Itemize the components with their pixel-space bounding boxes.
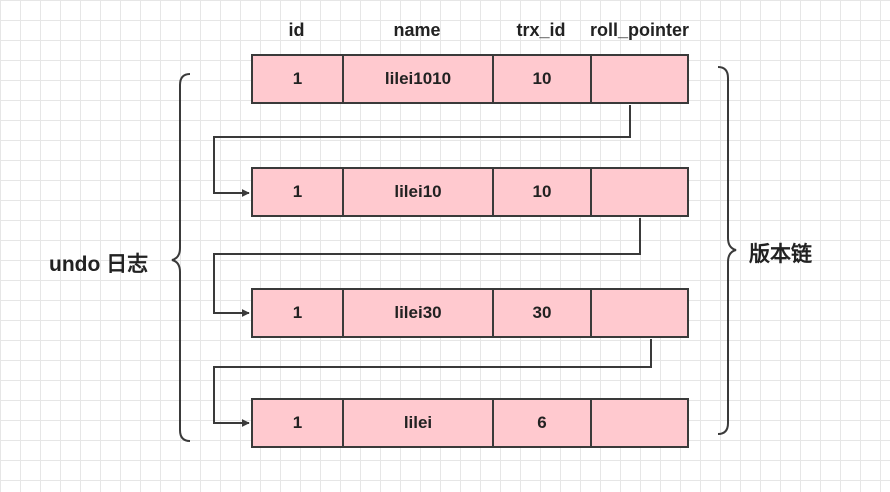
version-chain-label: 版本链: [749, 243, 812, 266]
version-row-4: 1 lilei 6: [251, 398, 689, 448]
version-row-3: 1 lilei30 30: [251, 288, 689, 338]
row-name-cell: lilei: [344, 400, 494, 446]
version-row-1: 1 lilei1010 10: [251, 54, 689, 104]
row-name-cell: lilei30: [344, 290, 494, 336]
undo-log-label: undo 日志: [49, 253, 149, 276]
column-header-id: id: [288, 20, 305, 40]
row-trx-id-cell: 10: [494, 169, 592, 215]
row-name-cell: lilei1010: [344, 56, 494, 102]
version-row-2: 1 lilei10 10: [251, 167, 689, 217]
left-brace: [171, 73, 191, 442]
row-trx-id-cell: 10: [494, 56, 592, 102]
column-header-roll-pointer: roll_pointer: [590, 20, 690, 40]
row-id-cell: 1: [253, 56, 344, 102]
row-trx-id-cell: 30: [494, 290, 592, 336]
roll-pointer-arrow-3: [213, 339, 652, 427]
roll-pointer-arrow-1: [213, 105, 631, 197]
roll-pointer-arrow-2: [213, 218, 641, 317]
row-name-cell: lilei10: [344, 169, 494, 215]
column-header-name: name: [393, 20, 441, 40]
column-header-trx-id: trx_id: [516, 20, 566, 40]
row-id-cell: 1: [253, 169, 344, 215]
row-trx-id-cell: 6: [494, 400, 592, 446]
row-id-cell: 1: [253, 400, 344, 446]
row-id-cell: 1: [253, 290, 344, 336]
right-brace: [717, 66, 737, 435]
